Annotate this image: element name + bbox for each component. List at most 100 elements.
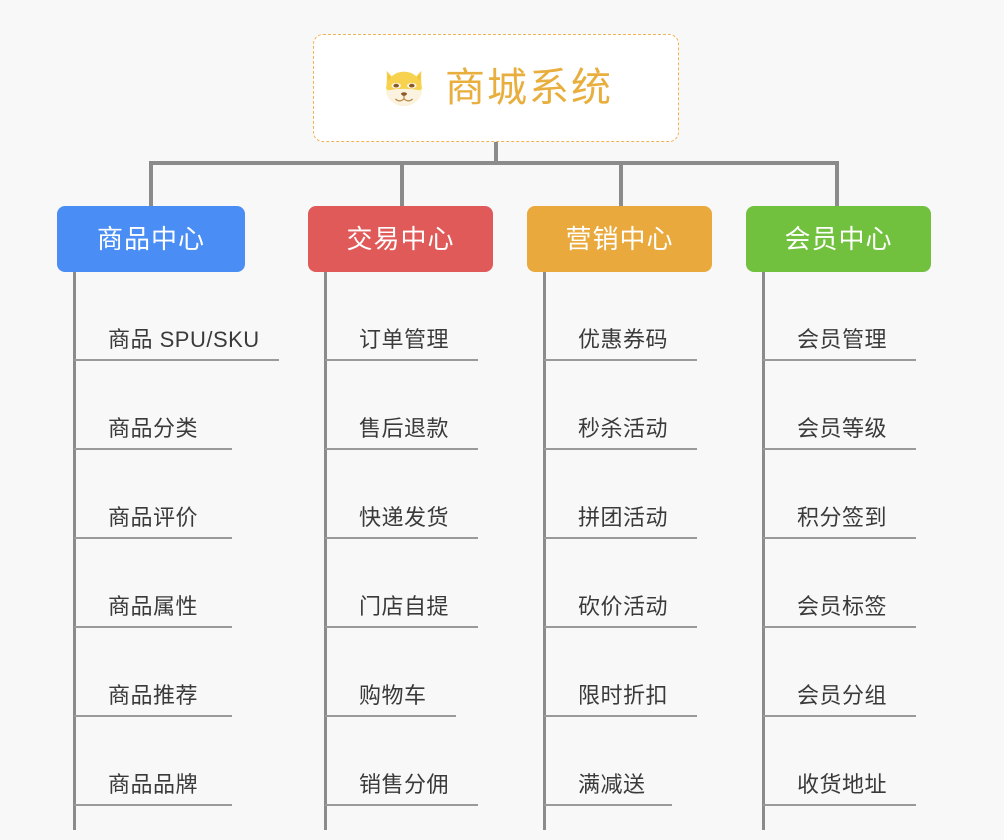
leaf-underline	[544, 626, 697, 628]
leaf-item[interactable]: 销售分佣	[325, 717, 478, 806]
leaf-item[interactable]: 快递发货	[325, 450, 478, 539]
leaf-item[interactable]: 商品推荐	[74, 628, 274, 717]
leaf-item[interactable]: 会员分组	[763, 628, 916, 717]
leaf-label: 购物车	[359, 683, 427, 708]
leaf-underline	[74, 715, 232, 717]
branch-header-label-1: 商品中心	[96, 224, 205, 254]
connector-drop-3	[619, 161, 623, 206]
leaf-underline	[325, 359, 478, 361]
branch-header-label-4: 会员中心	[784, 224, 893, 254]
leaf-item[interactable]: 收货地址	[763, 717, 916, 806]
leaf-underline	[325, 448, 478, 450]
leaf-underline	[544, 448, 697, 450]
branch-header-3[interactable]: 营销中心	[527, 206, 712, 272]
leaf-label: 门店自提	[359, 594, 450, 619]
branch-column-1: 商品中心 商品 SPU/SKU 商品分类 商品评价 商品属性 商品推荐	[57, 206, 279, 830]
leaf-list-1: 商品 SPU/SKU 商品分类 商品评价 商品属性 商品推荐 商品品牌	[74, 272, 279, 806]
leaf-label: 商品属性	[108, 594, 199, 619]
leaf-label: 商品分类	[108, 416, 199, 441]
leaf-label: 限时折扣	[578, 683, 669, 708]
branch-spine-1	[73, 272, 76, 830]
leaf-label: 拼团活动	[578, 505, 669, 530]
root-node-content: 商城系统	[379, 63, 613, 113]
leaf-item[interactable]: 限时折扣	[544, 628, 697, 717]
branch-header-2[interactable]: 交易中心	[308, 206, 493, 272]
leaf-item[interactable]: 会员管理	[763, 272, 916, 361]
leaf-underline	[74, 448, 232, 450]
leaf-item[interactable]: 购物车	[325, 628, 463, 717]
leaf-item[interactable]: 订单管理	[325, 272, 478, 361]
connector-horizontal-bus	[149, 161, 839, 165]
leaf-underline	[763, 359, 916, 361]
leaf-item[interactable]: 优惠券码	[544, 272, 697, 361]
leaf-item[interactable]: 商品属性	[74, 539, 274, 628]
root-title: 商城系统	[445, 66, 613, 110]
leaf-underline	[763, 537, 916, 539]
shiba-dog-face-icon	[386, 70, 422, 106]
leaf-label: 收货地址	[797, 772, 888, 797]
leaf-label: 售后退款	[359, 416, 450, 441]
leaf-item[interactable]: 满减送	[544, 717, 682, 806]
leaf-list-4: 会员管理 会员等级 积分签到 会员标签 会员分组 收货地址	[763, 272, 916, 806]
leaf-label: 优惠券码	[578, 327, 669, 352]
branch-header-label-3: 营销中心	[565, 224, 674, 254]
leaf-underline	[544, 359, 697, 361]
leaf-label: 商品评价	[108, 505, 199, 530]
leaf-item[interactable]: 秒杀活动	[544, 361, 697, 450]
branch-column-2: 交易中心 订单管理 售后退款 快递发货 门店自提 购物车	[308, 206, 493, 830]
branch-spine-4	[762, 272, 765, 830]
leaf-item[interactable]: 会员等级	[763, 361, 916, 450]
leaf-item[interactable]: 商品品牌	[74, 717, 274, 806]
leaf-label: 会员等级	[797, 416, 888, 441]
leaf-item[interactable]: 商品分类	[74, 361, 274, 450]
branch-header-4[interactable]: 会员中心	[746, 206, 931, 272]
root-node[interactable]: 商城系统	[313, 34, 679, 142]
leaf-underline	[544, 537, 697, 539]
leaf-underline	[544, 804, 672, 806]
leaf-item[interactable]: 砍价活动	[544, 539, 697, 628]
branch-spine-3	[543, 272, 546, 830]
leaf-item[interactable]: 售后退款	[325, 361, 478, 450]
leaf-underline	[325, 715, 456, 717]
leaf-label: 积分签到	[797, 505, 888, 530]
leaf-underline	[544, 715, 697, 717]
leaf-underline	[74, 804, 232, 806]
leaf-label: 会员标签	[797, 594, 888, 619]
leaf-list-3: 优惠券码 秒杀活动 拼团活动 砍价活动 限时折扣 满减送	[544, 272, 697, 806]
leaf-label: 订单管理	[359, 327, 450, 352]
leaf-label: 会员分组	[797, 683, 888, 708]
leaf-item[interactable]: 积分签到	[763, 450, 916, 539]
leaf-underline	[74, 537, 232, 539]
connector-root-stem	[494, 142, 498, 165]
connector-drop-2	[400, 161, 404, 206]
leaf-underline	[74, 359, 279, 361]
leaf-underline	[325, 626, 478, 628]
leaf-item[interactable]: 会员标签	[763, 539, 916, 628]
branch-column-3: 营销中心 优惠券码 秒杀活动 拼团活动 砍价活动 限时折扣	[527, 206, 712, 830]
branch-spine-2	[324, 272, 327, 830]
leaf-item[interactable]: 门店自提	[325, 539, 478, 628]
leaf-label: 商品 SPU/SKU	[108, 327, 260, 352]
leaf-label: 商品推荐	[108, 683, 199, 708]
leaf-list-2: 订单管理 售后退款 快递发货 门店自提 购物车 销售分佣	[325, 272, 478, 806]
leaf-underline	[763, 804, 916, 806]
leaf-underline	[763, 715, 916, 717]
leaf-label: 秒杀活动	[578, 416, 669, 441]
leaf-label: 会员管理	[797, 327, 888, 352]
leaf-underline	[325, 804, 478, 806]
leaf-underline	[74, 626, 232, 628]
leaf-item[interactable]: 商品 SPU/SKU	[74, 272, 279, 361]
leaf-underline	[763, 626, 916, 628]
leaf-item[interactable]: 拼团活动	[544, 450, 697, 539]
leaf-underline	[325, 537, 478, 539]
leaf-label: 满减送	[578, 772, 646, 797]
leaf-label: 砍价活动	[578, 594, 669, 619]
branch-header-label-2: 交易中心	[346, 224, 455, 254]
connector-drop-4	[835, 161, 839, 206]
leaf-label: 快递发货	[359, 505, 450, 530]
branch-column-4: 会员中心 会员管理 会员等级 积分签到 会员标签 会员分组	[746, 206, 931, 830]
leaf-item[interactable]: 商品评价	[74, 450, 274, 539]
leaf-underline	[763, 448, 916, 450]
branch-header-1[interactable]: 商品中心	[57, 206, 245, 272]
